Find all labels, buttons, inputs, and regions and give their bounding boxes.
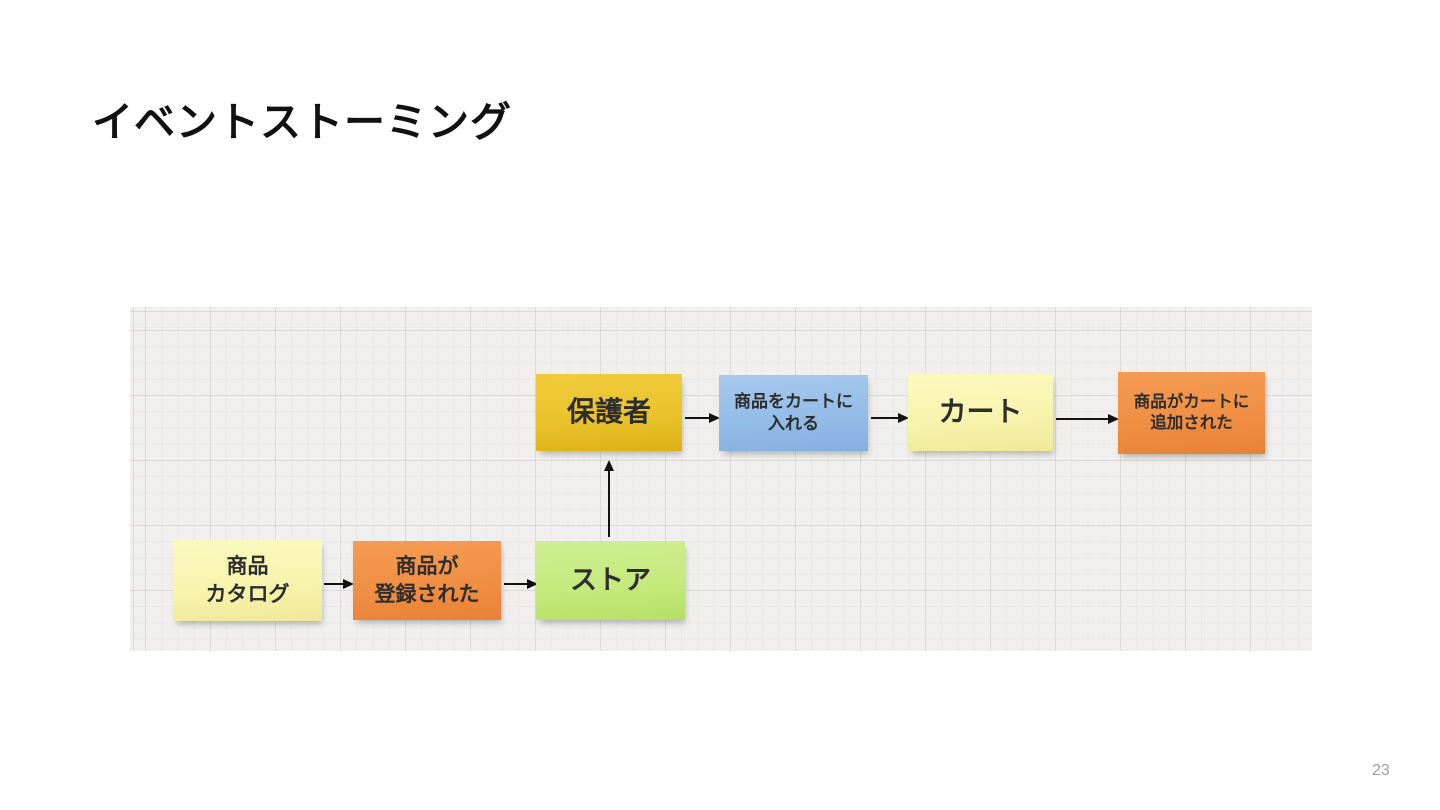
arrow-addcart-to-cart bbox=[871, 413, 909, 423]
note-text-line: ストア bbox=[570, 564, 651, 595]
note-text-line: カート bbox=[938, 396, 1023, 428]
note-text-line: 商品 bbox=[226, 555, 269, 579]
page-number: 23 bbox=[1372, 762, 1390, 779]
arrow-catalog-to-registered bbox=[324, 579, 354, 589]
note-text-line: 保護者 bbox=[566, 396, 651, 428]
sticky-note-guardian: 保護者 bbox=[536, 374, 682, 451]
note-text-line: 商品をカートに bbox=[734, 391, 853, 411]
note-text-line: カタログ bbox=[205, 582, 290, 606]
sticky-note-product-added-to-cart: 商品がカートに 追加された bbox=[1118, 372, 1265, 454]
arrow-guardian-to-addcart bbox=[685, 413, 720, 423]
event-storming-board: 商品 カタログ 商品が 登録された ストア 保護者 商品をカートに 入れる カー… bbox=[130, 307, 1312, 651]
sticky-note-product-catalog: 商品 カタログ bbox=[173, 540, 322, 621]
sticky-note-store: ストア bbox=[536, 541, 685, 620]
arrow-registered-to-store bbox=[504, 579, 538, 589]
arrow-store-to-guardian bbox=[604, 460, 614, 537]
sticky-note-product-registered: 商品が 登録された bbox=[353, 541, 501, 620]
note-text-line: 追加された bbox=[1150, 414, 1233, 432]
sticky-note-cart: カート bbox=[908, 374, 1053, 451]
note-text-line: 登録された bbox=[374, 582, 480, 606]
note-text-line: 商品が bbox=[395, 555, 459, 579]
sticky-note-add-product-to-cart: 商品をカートに 入れる bbox=[719, 375, 868, 451]
note-text-line: 入れる bbox=[768, 414, 819, 433]
arrow-cart-to-addedcart bbox=[1056, 414, 1119, 424]
note-text-line: 商品がカートに bbox=[1133, 392, 1250, 411]
slide-title: イベントストーミング bbox=[92, 99, 512, 145]
